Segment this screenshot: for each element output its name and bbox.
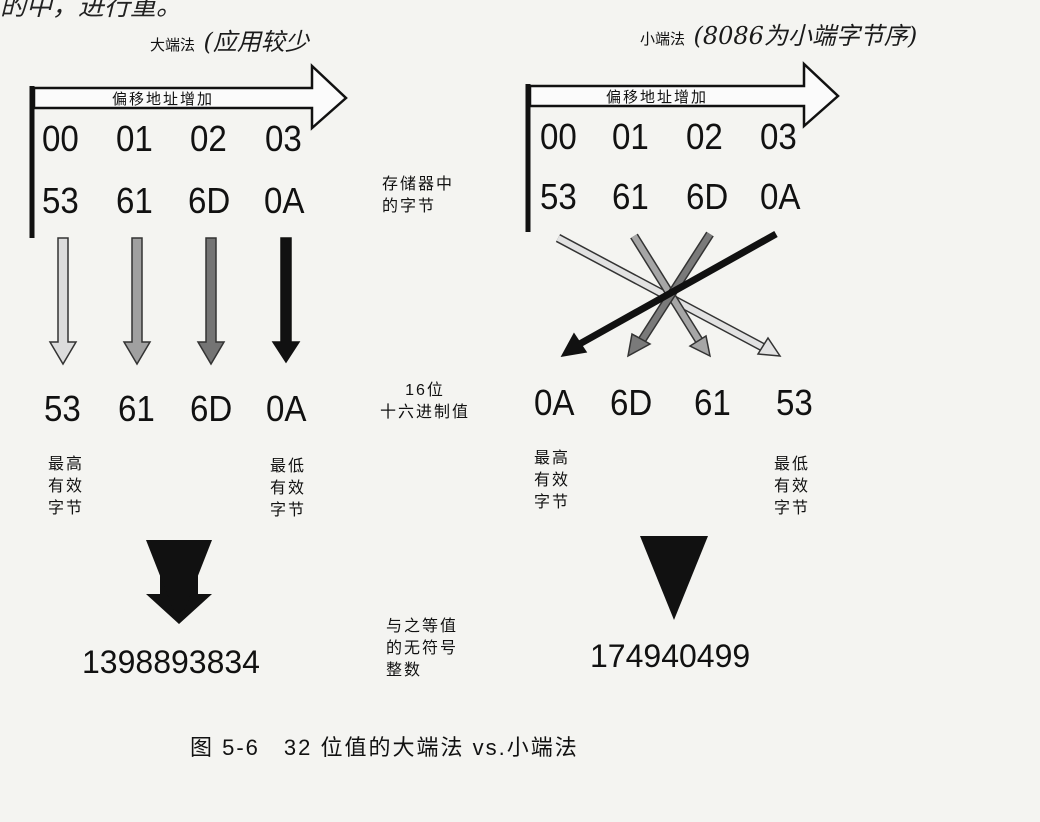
big-endian-offset-3: 03 — [265, 118, 302, 159]
little-endian-lsb-label: 最低 有效 字节 — [774, 456, 811, 517]
big-endian-integer-value: 1398893834 — [82, 644, 260, 680]
little-endian-hex-0: 0A — [534, 382, 575, 423]
big-endian-offset-0: 00 — [42, 118, 79, 159]
big-endian-down-arrow-3 — [196, 237, 226, 366]
little-endian-byte-2: 6D — [686, 176, 729, 217]
little-endian-offset-arrow — [528, 61, 840, 129]
big-endian-hex-3: 0A — [266, 388, 307, 429]
little-endian-title: 小端法 — [640, 31, 686, 48]
little-endian-cross-arrow-mid — [630, 233, 712, 358]
big-endian-byte-2: 6D — [188, 180, 231, 221]
big-endian-hex-2: 6D — [190, 388, 233, 429]
little-endian-cross-arrow-black — [560, 230, 778, 357]
big-endian-down-arrow-1 — [48, 237, 78, 366]
little-endian-note: (8086为小端字节序) — [693, 22, 918, 50]
big-endian-offset-2: 02 — [190, 118, 227, 159]
big-endian-title: 大端法 — [150, 37, 196, 54]
big-endian-offset-1: 01 — [116, 118, 153, 159]
little-endian-byte-1: 61 — [612, 176, 649, 217]
little-endian-msb-label: 最高 有效 字节 — [534, 450, 571, 511]
big-endian-hex-0: 53 — [44, 388, 81, 429]
big-endian-down-arrow-2 — [122, 237, 152, 366]
little-endian-hex-3: 53 — [776, 382, 813, 423]
little-endian-integer-value: 174940499 — [590, 638, 751, 674]
little-endian-offset-0: 00 — [540, 116, 577, 157]
little-endian-hex-1: 6D — [610, 382, 653, 423]
big-endian-title-group: 大端法 (应用较少 — [150, 22, 309, 57]
big-endian-result-arrow — [146, 540, 212, 624]
little-endian-offset-1: 01 — [612, 116, 649, 157]
little-endian-byte-0: 53 — [540, 176, 577, 217]
little-endian-offset-3: 03 — [760, 116, 797, 157]
big-endian-note: (应用较少 — [203, 28, 309, 56]
big-endian-down-arrow-4 — [271, 237, 301, 364]
figure-caption: 图 5-6 32 位值的大端法 vs.小端法 — [190, 735, 579, 760]
big-endian-byte-0: 53 — [42, 180, 79, 221]
big-endian-hex-1: 61 — [118, 388, 155, 429]
little-endian-hex-2: 61 — [694, 382, 731, 423]
little-endian-byte-3: 0A — [760, 176, 801, 217]
big-endian-byte-3: 0A — [264, 180, 305, 221]
big-endian-msb-label: 最高 有效 字节 — [48, 456, 85, 517]
little-endian-offset-header: 偏移地址增加 — [606, 89, 709, 106]
big-endian-byte-1: 61 — [116, 180, 153, 221]
hex16-label: 16位 十六进制值 — [379, 382, 470, 421]
memory-bytes-label: 存储器中 的字节 — [382, 176, 455, 215]
top-scribble: 的中，进行重。 — [0, 0, 183, 22]
big-endian-offset-arrow — [32, 63, 348, 131]
unsigned-integer-label: 与之等值 的无符号 整数 — [386, 618, 459, 679]
big-endian-lsb-label: 最低 有效 字节 — [270, 458, 307, 519]
little-endian-offset-2: 02 — [686, 116, 723, 157]
little-endian-title-group: 小端法 (8086为小端字节序) — [640, 16, 917, 51]
big-endian-offset-header: 偏移地址增加 — [112, 91, 215, 108]
little-endian-result-arrow — [640, 536, 708, 620]
